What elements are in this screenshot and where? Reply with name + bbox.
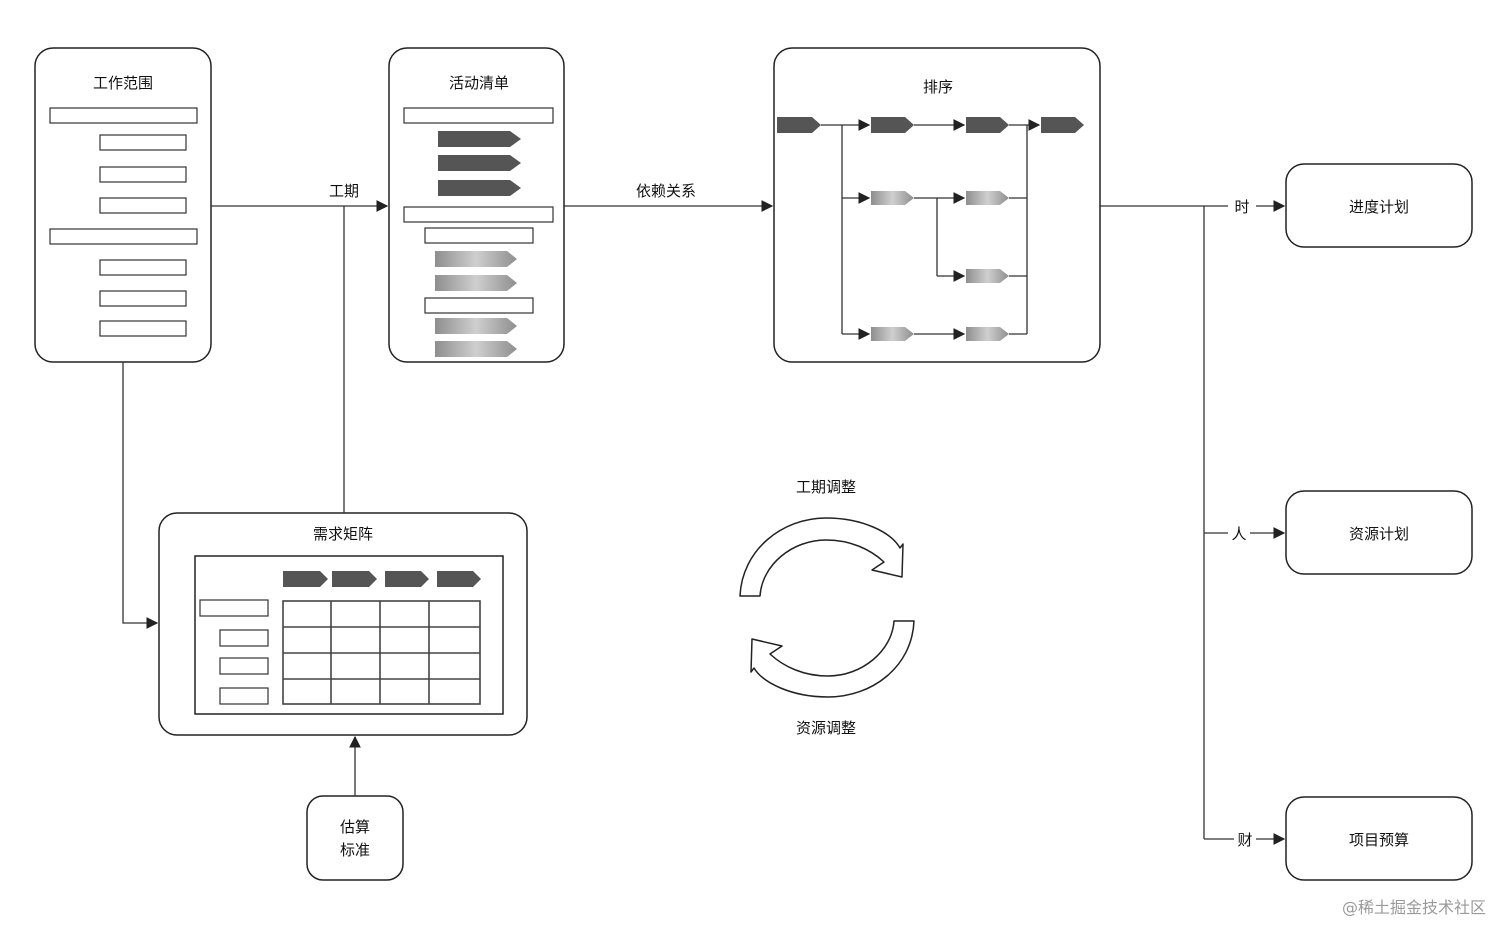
sequence-light-arrow	[871, 327, 914, 341]
matrix-header-arrow	[332, 571, 377, 587]
matrix-row-label	[219, 629, 269, 647]
connector-scope-to-matrix	[122, 362, 159, 629]
activity-list-row	[403, 107, 554, 124]
matrix-header-arrow	[283, 571, 328, 587]
sequence-dark-arrow	[1041, 117, 1084, 133]
activity-light-arrow	[435, 318, 517, 334]
edge-label-people: 人	[1231, 525, 1246, 543]
work-scope-node: 工作范围	[34, 47, 212, 363]
resource-adjust-label: 资源调整	[796, 719, 856, 737]
activity-dark-arrow	[438, 180, 521, 196]
work-scope-row	[99, 320, 187, 337]
schedule-plan-node: 进度计划	[1285, 163, 1473, 248]
duration-adjust-label: 工期调整	[796, 478, 856, 496]
watermark: @稀土掘金技术社区	[1342, 898, 1486, 917]
activity-light-arrow	[435, 341, 517, 357]
activity-dark-arrow	[438, 155, 521, 171]
edge-label-money: 财	[1237, 831, 1252, 849]
matrix-row-label	[219, 657, 269, 675]
work-scope-row	[99, 259, 187, 276]
edge-label-dependency: 依赖关系	[636, 182, 696, 200]
activity-light-arrow	[435, 275, 517, 291]
project-budget-box	[1285, 796, 1473, 881]
sequence-dark-arrow	[777, 117, 821, 133]
estimate-standard-node: 估算 标准	[306, 795, 404, 881]
edge-label-duration: 工期	[329, 182, 359, 200]
matrix-row-label	[219, 687, 269, 705]
sequence-dark-arrow	[966, 117, 1009, 133]
activity-light-arrow	[435, 251, 517, 267]
estimate-standard-box	[306, 795, 404, 881]
requirement-matrix-title: 需求矩阵	[313, 525, 373, 543]
connectors: 工期 依赖关系 时 人 财	[122, 182, 1286, 849]
activity-list-box	[388, 47, 565, 363]
resource-plan-node: 资源计划	[1285, 490, 1473, 575]
sequencing-title: 排序	[923, 78, 953, 96]
work-scope-row	[99, 166, 187, 183]
activity-list-title: 活动清单	[449, 74, 509, 92]
work-scope-title: 工作范围	[93, 74, 153, 92]
estimate-standard-label-1: 估算	[340, 818, 370, 836]
project-budget-label: 项目预算	[1349, 831, 1409, 849]
work-scope-row	[99, 134, 187, 151]
sequence-dark-arrow	[871, 117, 914, 133]
activity-list-node: 活动清单	[388, 47, 565, 363]
matrix-header-arrow	[385, 571, 429, 587]
matrix-grid	[282, 600, 481, 705]
activity-list-row	[403, 206, 554, 223]
matrix-row-label	[199, 599, 269, 617]
schedule-plan-box	[1285, 163, 1473, 248]
work-scope-row	[99, 290, 187, 307]
project-budget-node: 项目预算	[1285, 796, 1473, 881]
sequence-light-arrow	[871, 191, 914, 205]
matrix-header-arrow	[437, 571, 481, 587]
work-scope-row	[99, 197, 187, 214]
cycle-arrow-bottom-icon	[750, 620, 915, 698]
sequencing-node: 排序	[773, 47, 1101, 363]
resource-plan-box	[1285, 490, 1473, 575]
work-scope-row	[49, 107, 198, 124]
estimate-standard-label-2: 标准	[340, 841, 370, 859]
activity-dark-arrow	[438, 131, 521, 147]
work-scope-row	[49, 228, 198, 245]
activity-list-row	[424, 227, 534, 244]
cycle-arrow-top-icon	[739, 517, 904, 597]
sequence-light-arrow	[966, 269, 1009, 283]
requirement-matrix-node: 需求矩阵	[158, 512, 528, 736]
activity-list-row	[424, 297, 534, 314]
schedule-plan-label: 进度计划	[1349, 198, 1409, 216]
edge-label-time: 时	[1234, 198, 1249, 216]
adjustment-cycle: 工期调整 资源调整	[739, 478, 915, 737]
sequence-light-arrow	[966, 191, 1009, 205]
sequence-light-arrow	[966, 327, 1009, 341]
resource-plan-label: 资源计划	[1349, 525, 1409, 543]
